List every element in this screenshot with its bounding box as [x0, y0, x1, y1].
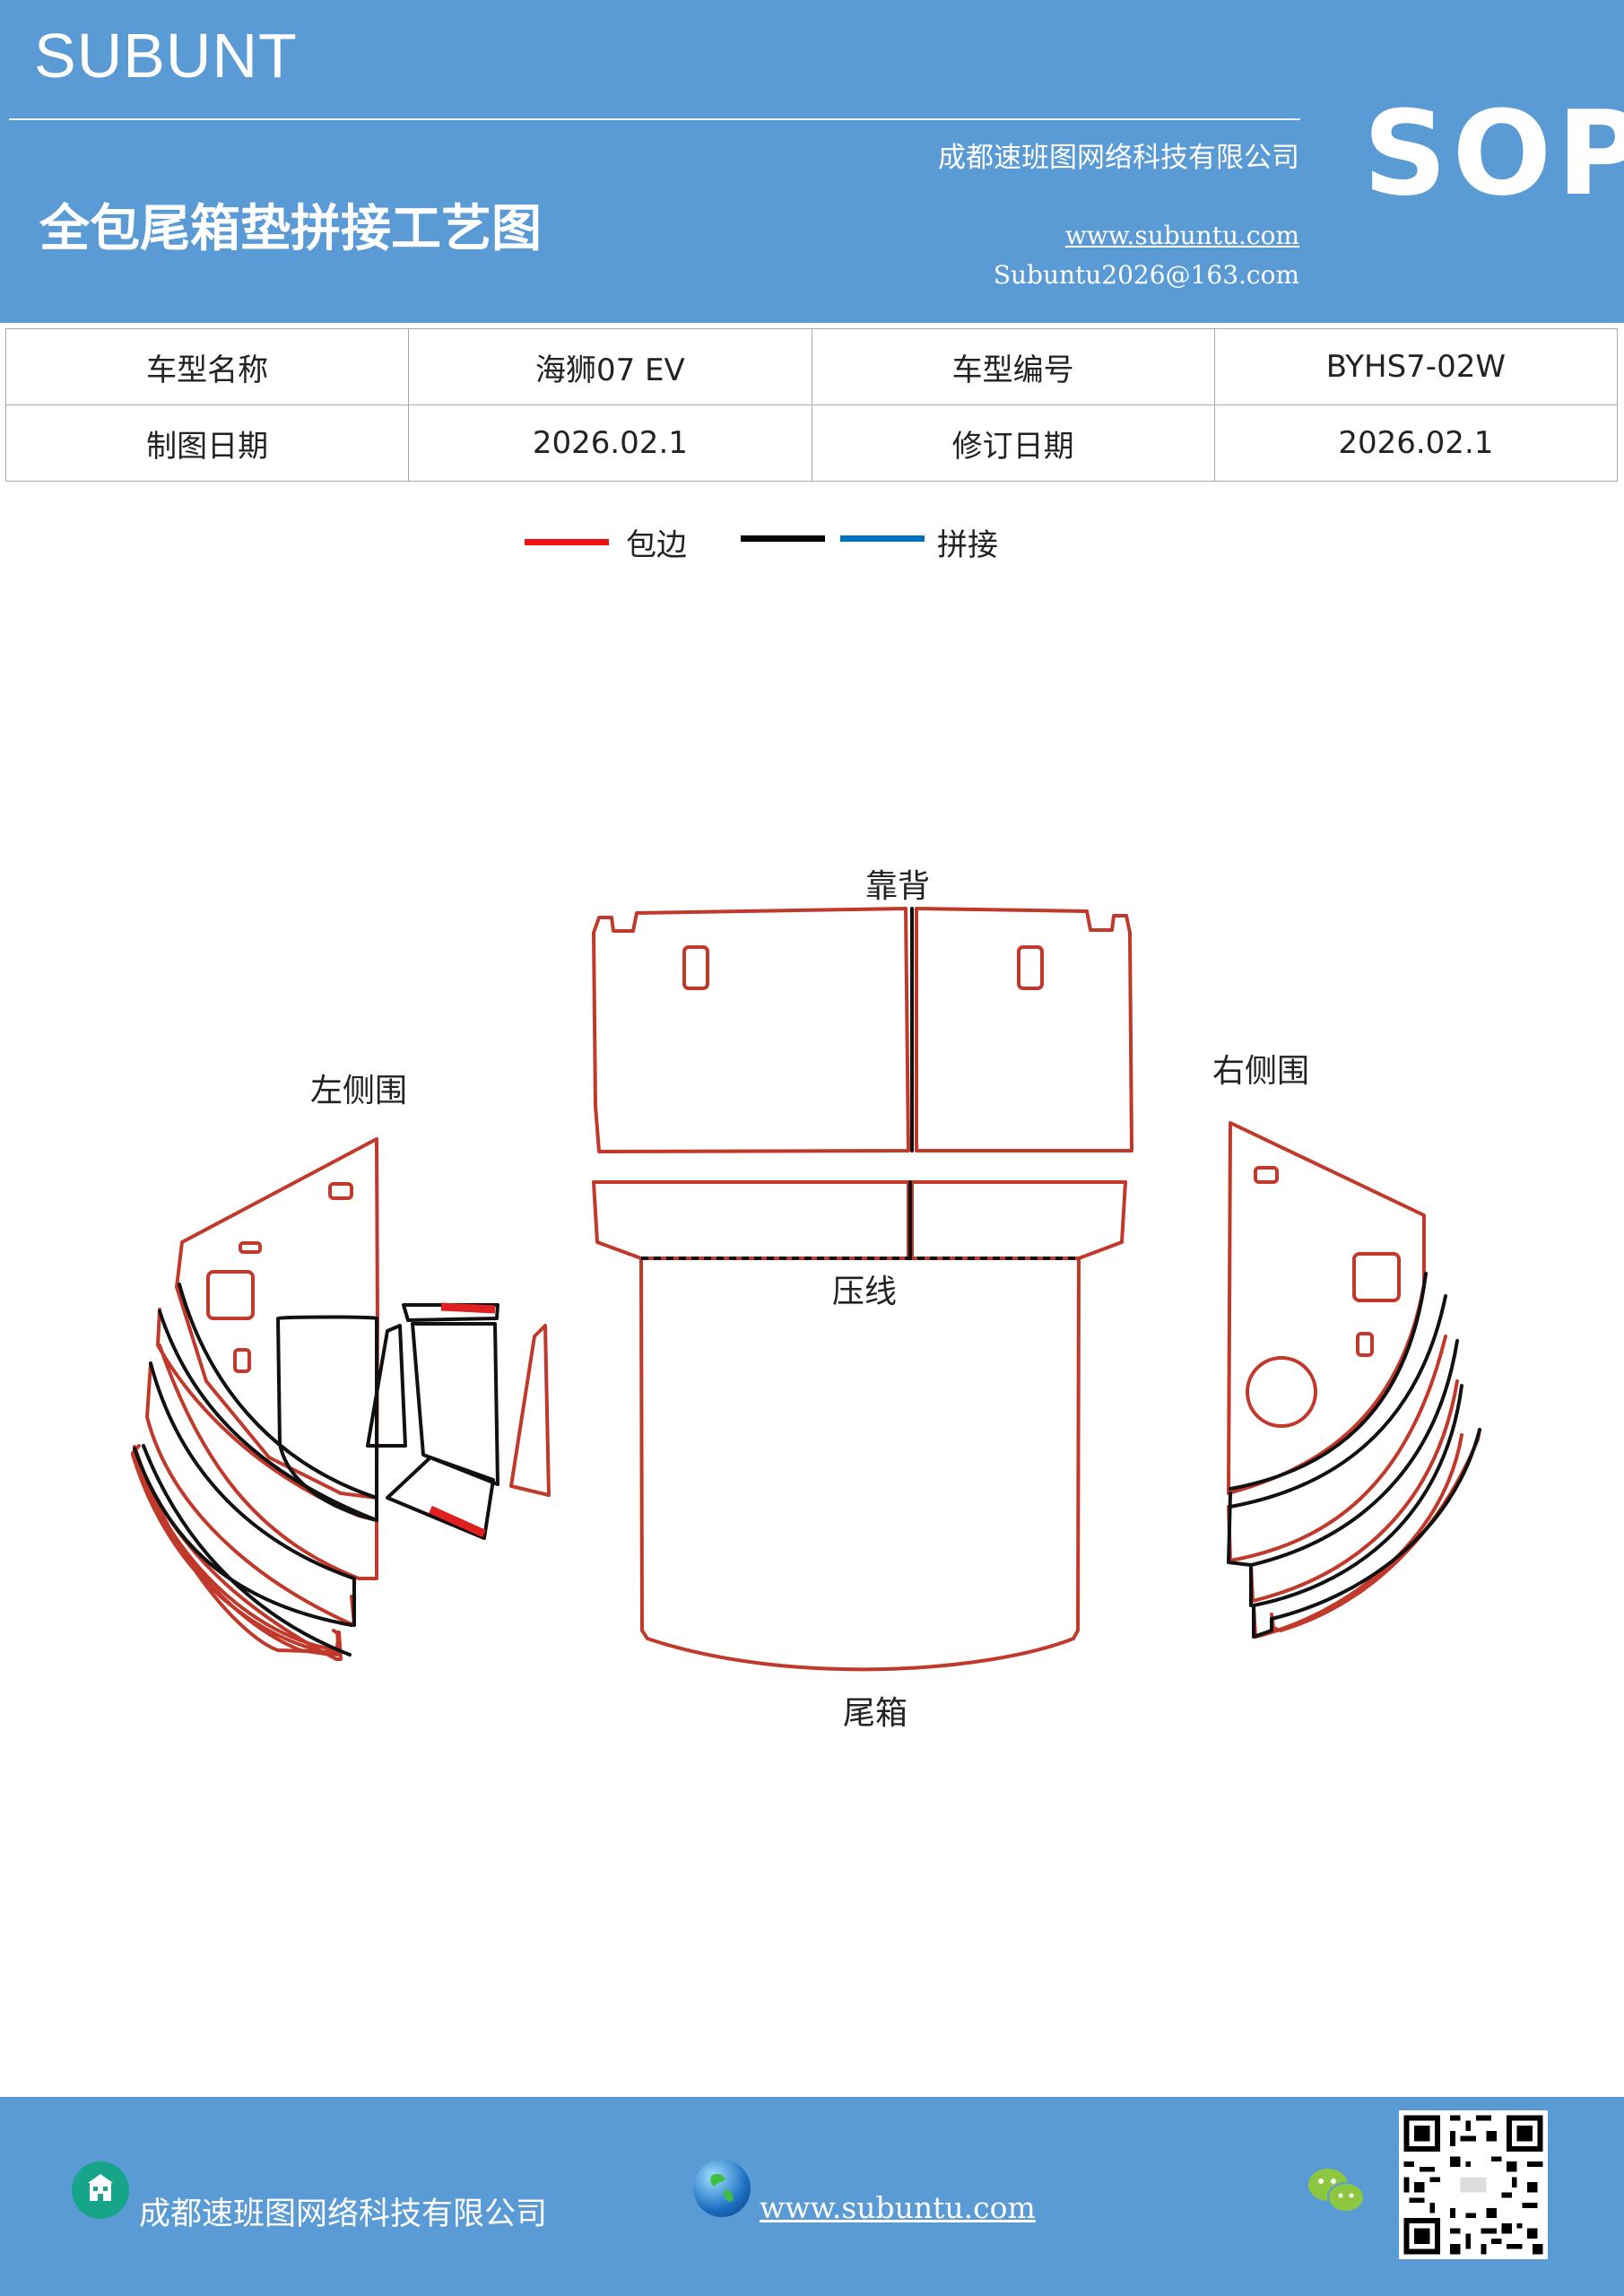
- footer-website-link[interactable]: www.subuntu.com: [760, 2190, 1036, 2225]
- label-trunk: 尾箱: [843, 1695, 908, 1732]
- right-side-panel-3: [1249, 1379, 1459, 1603]
- right-side-round-hole: [1246, 1356, 1317, 1428]
- building-icon: [72, 2161, 129, 2219]
- left-seam-4: [133, 1447, 353, 1627]
- backrest-left-hole: [682, 945, 709, 990]
- left-side-hole-4: [233, 1348, 251, 1373]
- left-side-hole-1: [328, 1182, 353, 1200]
- right-side-panel-2: [1227, 1335, 1447, 1562]
- wechat-icon[interactable]: [1305, 2163, 1368, 2217]
- trunk-floor-panel: [639, 1257, 1081, 1672]
- left-side-hole-2: [239, 1241, 262, 1254]
- label-crease: 压线: [832, 1274, 897, 1310]
- right-side-hole-2: [1352, 1252, 1401, 1302]
- brand-name: SUBUNT: [34, 21, 298, 91]
- header-divider: [9, 118, 1300, 120]
- backrest-left-panel: [592, 907, 910, 1153]
- legend-swatch-edge: [525, 539, 609, 545]
- middle-strip-right: [910, 1180, 1127, 1260]
- left-piece-right-strip: [509, 1324, 551, 1497]
- value-draw-date: 2026.02.1: [408, 404, 812, 482]
- stripe-top: [440, 1302, 496, 1314]
- document-title: 全包尾箱垫拼接工艺图: [39, 200, 542, 258]
- footer-company-name: 成都速班图网络科技有限公司: [139, 2196, 548, 2232]
- left-seam-1: [178, 1283, 378, 1500]
- right-side-hole-1: [1254, 1166, 1279, 1184]
- left-piece-narrow: [366, 1324, 407, 1448]
- website-link[interactable]: www.subuntu.com: [1064, 221, 1299, 250]
- left-side-panel-2: [156, 1308, 378, 1580]
- value-model-code: BYHS7-02W: [1213, 328, 1619, 405]
- label-revise-date: 修订日期: [811, 404, 1215, 482]
- legend-swatch-join: [840, 535, 925, 542]
- email-address[interactable]: Subuntu2026@163.com: [993, 260, 1299, 290]
- right-side-outer-panel: [1270, 1428, 1481, 1632]
- value-model-name: 海狮07 EV: [408, 328, 812, 405]
- table-row: 车型名称 海狮07 EV 车型编号 BYHS7-02W: [4, 328, 1619, 405]
- left-side-hole-3: [206, 1270, 255, 1320]
- label-model-code: 车型编号: [811, 328, 1215, 405]
- right-side-upper-panel: [1227, 1121, 1426, 1495]
- label-model-name: 车型名称: [4, 328, 410, 405]
- left-piece-center: [411, 1322, 499, 1486]
- backrest-right-panel: [915, 907, 1133, 1152]
- legend-swatch-seam: [741, 535, 825, 542]
- legend-label-edge: 包边: [626, 527, 687, 563]
- left-seam-5: [142, 1444, 352, 1657]
- left-middle-piece: [276, 1315, 378, 1522]
- label-backrest: 靠背: [865, 868, 930, 905]
- table-row: 制图日期 2026.02.1 修订日期 2026.02.1: [4, 404, 1619, 482]
- qr-code-icon: [1399, 2110, 1548, 2259]
- right-seam-4: [1252, 1384, 1463, 1607]
- left-piece-lower: [386, 1456, 495, 1540]
- right-seam-3: [1249, 1339, 1459, 1567]
- legend-label-join: 拼接: [937, 527, 998, 563]
- left-side-outer-edge: [133, 1445, 341, 1654]
- left-seam-3: [149, 1361, 356, 1627]
- globe-icon: [693, 2160, 751, 2217]
- right-side-outer-edge: [1227, 1492, 1273, 1639]
- stripe-lower: [429, 1505, 486, 1538]
- footer-banner: 成都速班图网络科技有限公司 www.subuntu.com: [0, 2097, 1624, 2296]
- label-draw-date: 制图日期: [4, 404, 410, 482]
- header-banner: SUBUNT 成都速班图网络科技有限公司 全包尾箱垫拼接工艺图 www.subu…: [0, 0, 1624, 323]
- left-seam-2: [158, 1309, 378, 1522]
- right-seam-2: [1229, 1294, 1447, 1509]
- right-seam-5: [1270, 1428, 1481, 1621]
- label-right-side: 右侧围: [1212, 1053, 1309, 1090]
- right-side-hole-3: [1356, 1332, 1374, 1357]
- vehicle-info-table: 车型名称 海狮07 EV 车型编号 BYHS7-02W 制图日期 2026.02…: [4, 328, 1619, 482]
- backrest-right-hole: [1017, 945, 1044, 990]
- right-seam-1: [1229, 1272, 1428, 1491]
- left-side-panel-3: [145, 1361, 356, 1627]
- legend: 包边 拼接: [0, 520, 1624, 583]
- company-name: 成都速班图网络科技有限公司: [938, 142, 1299, 174]
- middle-strip-left: [592, 1180, 910, 1260]
- sop-badge: SOP: [1363, 85, 1624, 222]
- value-revise-date: 2026.02.1: [1213, 404, 1619, 482]
- label-left-side: 左侧围: [310, 1073, 407, 1109]
